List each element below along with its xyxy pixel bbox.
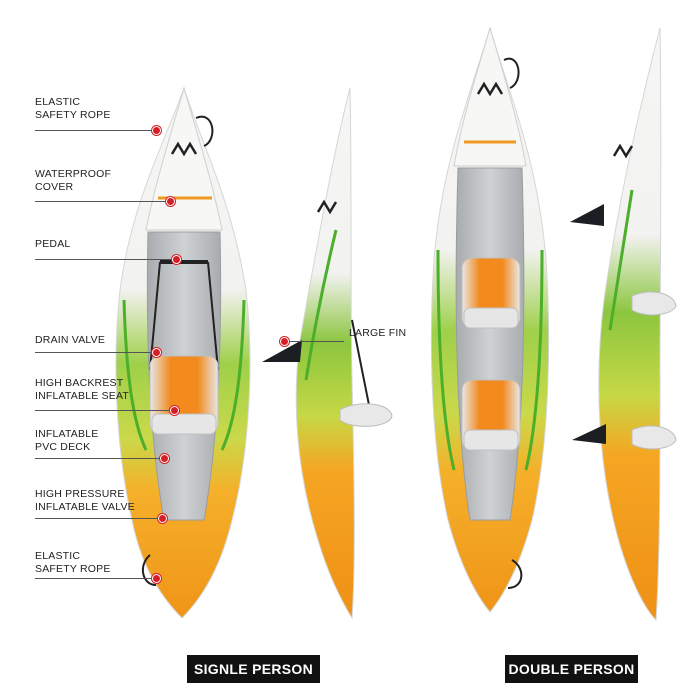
single-kayak-top-view (115, 86, 251, 619)
marker-dot (170, 406, 179, 415)
double-person-badge: DOUBLE PERSON (505, 655, 638, 683)
single-side-seat (339, 403, 393, 427)
callout-pedal: PEDAL (35, 238, 71, 250)
double-cockpit-floor (455, 167, 525, 521)
leader-line (35, 410, 173, 411)
double-left-tube-stripe (436, 249, 456, 471)
double-side-fin-front (570, 204, 604, 226)
double-side-front-seat (631, 291, 677, 316)
leader-line (35, 130, 155, 131)
marker-dot (166, 197, 175, 206)
callout-elastic-safety-rope-bottom: ELASTIC SAFETY ROPE (35, 550, 111, 575)
double-bow-handle (503, 57, 520, 89)
marker-dot (158, 514, 167, 523)
leader-line (35, 259, 175, 260)
single-right-tube-stripe (220, 299, 246, 451)
double-side-stripe (608, 189, 634, 331)
double-side-fin-rear (572, 424, 606, 444)
double-side-hull (598, 27, 662, 622)
leader-line (35, 518, 161, 519)
callout-inflatable-pvc-deck: INFLATABLE PVC DECK (35, 428, 99, 453)
single-person-badge: SIGNLE PERSON (187, 655, 320, 683)
marker-dot (152, 126, 161, 135)
leader-line (35, 201, 169, 202)
leader-line (35, 458, 163, 459)
marker-dot (152, 574, 161, 583)
single-side-logo-mark (316, 199, 338, 215)
single-stern-handle (141, 554, 157, 586)
callout-elastic-safety-rope-top: ELASTIC SAFETY ROPE (35, 96, 111, 121)
single-kayak-side-view (262, 87, 393, 620)
double-kayak-side-view (570, 27, 677, 622)
double-stern-handle (507, 559, 523, 589)
double-brand-logo-mark (476, 81, 504, 97)
double-side-logo-mark (612, 143, 634, 159)
double-kayak-top-view (430, 26, 550, 613)
double-side-rear-seat (631, 425, 677, 450)
single-side-stripe (304, 229, 338, 381)
single-seat-cushion (151, 413, 217, 435)
double-right-tube-stripe (524, 249, 544, 471)
marker-dot (160, 454, 169, 463)
marker-dot (152, 348, 161, 357)
single-left-tube-stripe (122, 299, 148, 451)
leader-line-fin (284, 341, 344, 342)
single-brand-logo-mark (170, 141, 198, 157)
single-cover (145, 86, 223, 231)
leader-line (35, 352, 155, 353)
callout-waterproof-cover: WATERPROOF COVER (35, 168, 112, 193)
double-front-seat-cushion (463, 307, 519, 329)
single-seat-strap-right (207, 261, 219, 371)
marker-dot (172, 255, 181, 264)
double-cover (453, 26, 527, 167)
callout-large-fin: LARGE FIN (349, 327, 407, 339)
leader-line (35, 578, 155, 579)
single-bow-handle (195, 115, 214, 147)
callout-high-backrest-seat: HIGH BACKREST INFLATABLE SEAT (35, 377, 130, 402)
single-side-hull (295, 87, 355, 620)
marker-dot-fin (280, 337, 289, 346)
callout-high-pressure-valve: HIGH PRESSURE INFLATABLE VALVE (35, 488, 135, 513)
double-rear-seat-cushion (463, 429, 519, 451)
single-side-fin (262, 340, 302, 362)
callout-drain-valve: DRAIN VALVE (35, 334, 106, 346)
